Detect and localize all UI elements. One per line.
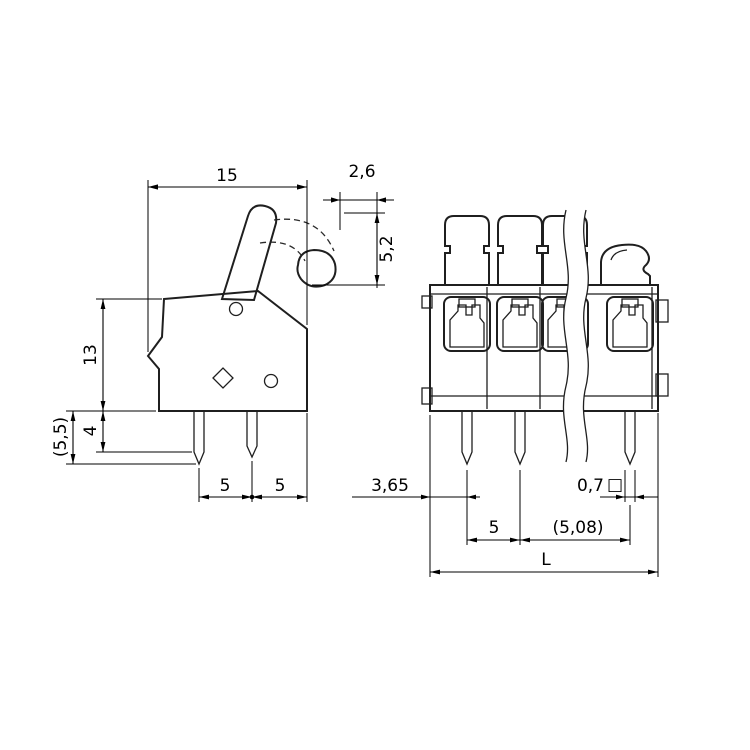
break-line-left <box>562 209 569 463</box>
clamp-unit-4 <box>606 296 654 352</box>
actuation-lever <box>220 204 278 302</box>
dimension-label-2-6: 2,6 <box>348 162 375 182</box>
side-view <box>146 204 337 466</box>
dimension-label-pitch-5-08: (5,08) <box>552 518 603 538</box>
clamp-tab-2 <box>511 298 529 308</box>
dimension-label-L: L <box>541 550 551 570</box>
front-solder-pin-2 <box>514 410 526 466</box>
front-solder-pin-1 <box>461 410 473 466</box>
diamond-marking <box>212 367 234 389</box>
dimension-top-width: 15 <box>147 166 308 352</box>
right-tab-bottom <box>655 373 669 397</box>
clamp-unit-2 <box>496 296 544 352</box>
clamp-opening-2 <box>496 296 544 352</box>
housing-hole-top <box>228 301 244 317</box>
square-symbol: □ <box>607 475 623 495</box>
clamp-spring-4 <box>612 304 648 348</box>
clamp-opening-3 <box>541 296 589 352</box>
clamp-opening-4 <box>606 296 654 352</box>
end-latch-curl <box>600 243 651 286</box>
dimension-label-5b: 5 <box>275 476 286 496</box>
clamp-opening-1 <box>443 296 491 352</box>
break-line-right <box>582 209 589 463</box>
side-solder-pin-left <box>193 410 205 466</box>
dimension-label-15: 15 <box>216 166 238 186</box>
dimension-pin-cross-section: 0,7 □ <box>577 470 658 502</box>
dimension-pitch: 5 (5,08) <box>467 470 631 545</box>
left-tab-top <box>421 295 433 309</box>
dimension-label-5-2: 5,2 <box>377 235 397 262</box>
housing-horizontal-lines <box>430 293 658 397</box>
push-button-2 <box>497 215 543 286</box>
front-solder-pin-3 <box>624 410 636 466</box>
clamp-spring-1 <box>449 304 485 348</box>
clamp-tab-1 <box>458 298 476 308</box>
right-tab-top <box>655 299 669 323</box>
dimension-lever-offset: 2,6 <box>323 162 394 288</box>
dimension-label-pitch-5: 5 <box>489 518 500 538</box>
dimension-label-4: 4 <box>81 426 101 437</box>
push-button-1 <box>444 215 490 286</box>
dimension-housing-height: 13 <box>66 298 162 412</box>
side-solder-pin-right <box>246 410 258 459</box>
clamp-unit-1 <box>443 296 491 352</box>
dimension-pin-length: 4 <box>81 411 192 453</box>
dimension-label-5-5: (5,5) <box>51 417 71 457</box>
housing-hole-bottom <box>263 373 279 389</box>
front-view <box>421 209 669 466</box>
dimension-pin-total-length: (5,5) <box>51 411 196 465</box>
dimension-edge-to-pin: 3,65 <box>352 470 480 545</box>
clamp-spring-2 <box>502 304 538 348</box>
dimension-label-5a: 5 <box>220 476 231 496</box>
dimension-label-13: 13 <box>81 344 101 366</box>
lever-latch-hook <box>296 248 337 288</box>
break-whiteout <box>563 210 589 462</box>
dimension-total-length: L <box>429 413 659 577</box>
lever-dashed-position-outer <box>273 218 335 252</box>
dimension-lever-height: 5,2 <box>312 212 397 286</box>
end-latch-curl-detail <box>610 249 628 261</box>
dimension-label-3-65: 3,65 <box>371 476 409 496</box>
clamp-tab-4 <box>621 298 639 308</box>
lever-dashed-position-inner <box>259 241 306 262</box>
shared-dimension-dot <box>249 494 255 500</box>
dimension-side-pin-spacing: 5 5 <box>198 413 308 502</box>
side-housing-body <box>146 289 308 412</box>
dimension-label-0-7: 0,7 <box>577 476 604 496</box>
